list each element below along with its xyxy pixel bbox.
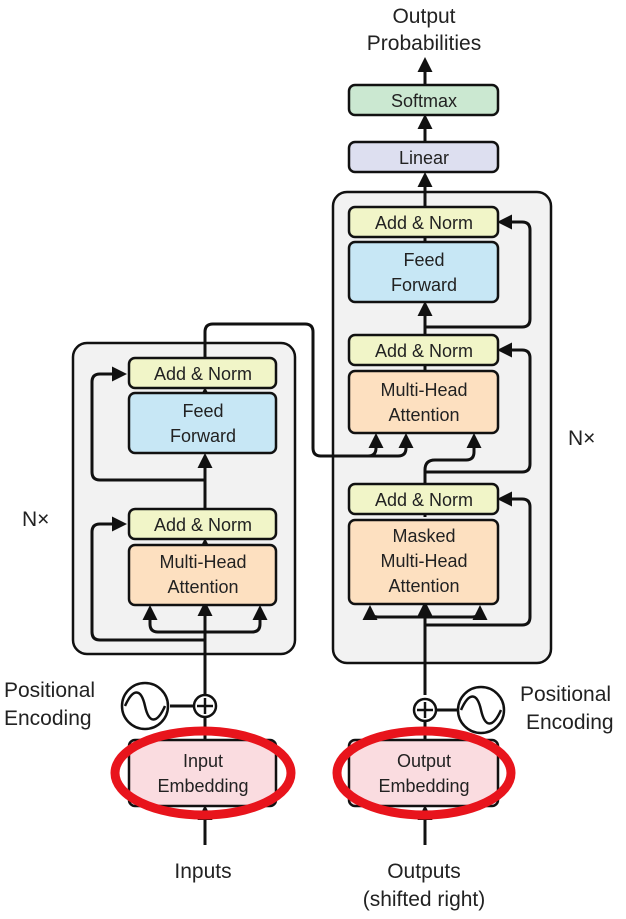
output-embedding-label-1: Output <box>397 751 451 771</box>
decoder-add-icon <box>412 697 438 723</box>
encoder-ff-label-2: Forward <box>170 426 236 446</box>
decoder-add-norm-3 <box>347 205 500 239</box>
decoder-cross-attention <box>347 369 500 435</box>
encoder-add-norm-1-label: Add & Norm <box>154 515 252 535</box>
decoder-add-norm-1 <box>347 482 500 516</box>
decoder-add-norm-1-label: Add & Norm <box>375 490 473 510</box>
encoder-attn-label-1: Multi-Head <box>159 552 246 572</box>
decoder-masked-label-3: Attention <box>388 576 459 596</box>
decoder-masked-label-2: Multi-Head <box>380 551 467 571</box>
encoder-positional-label-1: Positional <box>4 679 95 702</box>
encoder-stack <box>71 341 297 656</box>
outputs-label-2: (shifted right) <box>363 888 486 911</box>
decoder-feed-forward <box>347 240 500 304</box>
encoder-nx-label: N× <box>22 508 49 531</box>
input-embedding-highlight <box>110 726 296 820</box>
encoder-feed-forward <box>127 391 278 455</box>
encoder-add-norm-2 <box>127 356 278 390</box>
softmax-label: Softmax <box>391 91 457 111</box>
encoder-positional-label-2: Encoding <box>4 707 92 730</box>
decoder-add-norm-2-label: Add & Norm <box>375 341 473 361</box>
decoder-masked-attention <box>347 518 500 606</box>
input-embedding-block <box>127 738 278 808</box>
decoder-nx-label: N× <box>568 427 595 450</box>
softmax-block <box>347 83 500 117</box>
encoder-attn-label-2: Attention <box>167 577 238 597</box>
decoder-positional-label-1: Positional <box>520 683 611 706</box>
outputs-label-1: Outputs <box>387 860 461 883</box>
decoder-ff-label-2: Forward <box>391 275 457 295</box>
decoder-add-norm-3-label: Add & Norm <box>375 213 473 233</box>
output-probabilities-line1: Output <box>392 5 455 28</box>
input-embedding-label-1: Input <box>183 751 223 771</box>
decoder-masked-label-1: Masked <box>392 526 455 546</box>
decoder-add-norm-2 <box>347 333 500 367</box>
input-embedding-label-2: Embedding <box>157 776 248 796</box>
decoder-cross-attn-label-2: Attention <box>388 405 459 425</box>
linear-label: Linear <box>399 148 449 168</box>
inputs-label: Inputs <box>174 860 231 883</box>
output-embedding-label-2: Embedding <box>378 776 469 796</box>
decoder-sine-wave-icon <box>456 685 506 735</box>
output-embedding-highlight <box>332 726 516 820</box>
output-probabilities-line2: Probabilities <box>367 32 481 55</box>
output-embedding-block <box>347 738 500 808</box>
encoder-add-icon <box>192 693 218 719</box>
encoder-attention <box>127 543 278 607</box>
encoder-add-norm-2-label: Add & Norm <box>154 364 252 384</box>
decoder-cross-attn-label-1: Multi-Head <box>380 380 467 400</box>
decoder-ff-label-1: Feed <box>403 250 444 270</box>
encoder-add-norm-1 <box>127 507 278 541</box>
linear-block <box>347 140 500 174</box>
encoder-sine-wave-icon <box>120 681 170 731</box>
encoder-ff-label-1: Feed <box>182 401 223 421</box>
decoder-positional-label-2: Encoding <box>526 711 614 734</box>
